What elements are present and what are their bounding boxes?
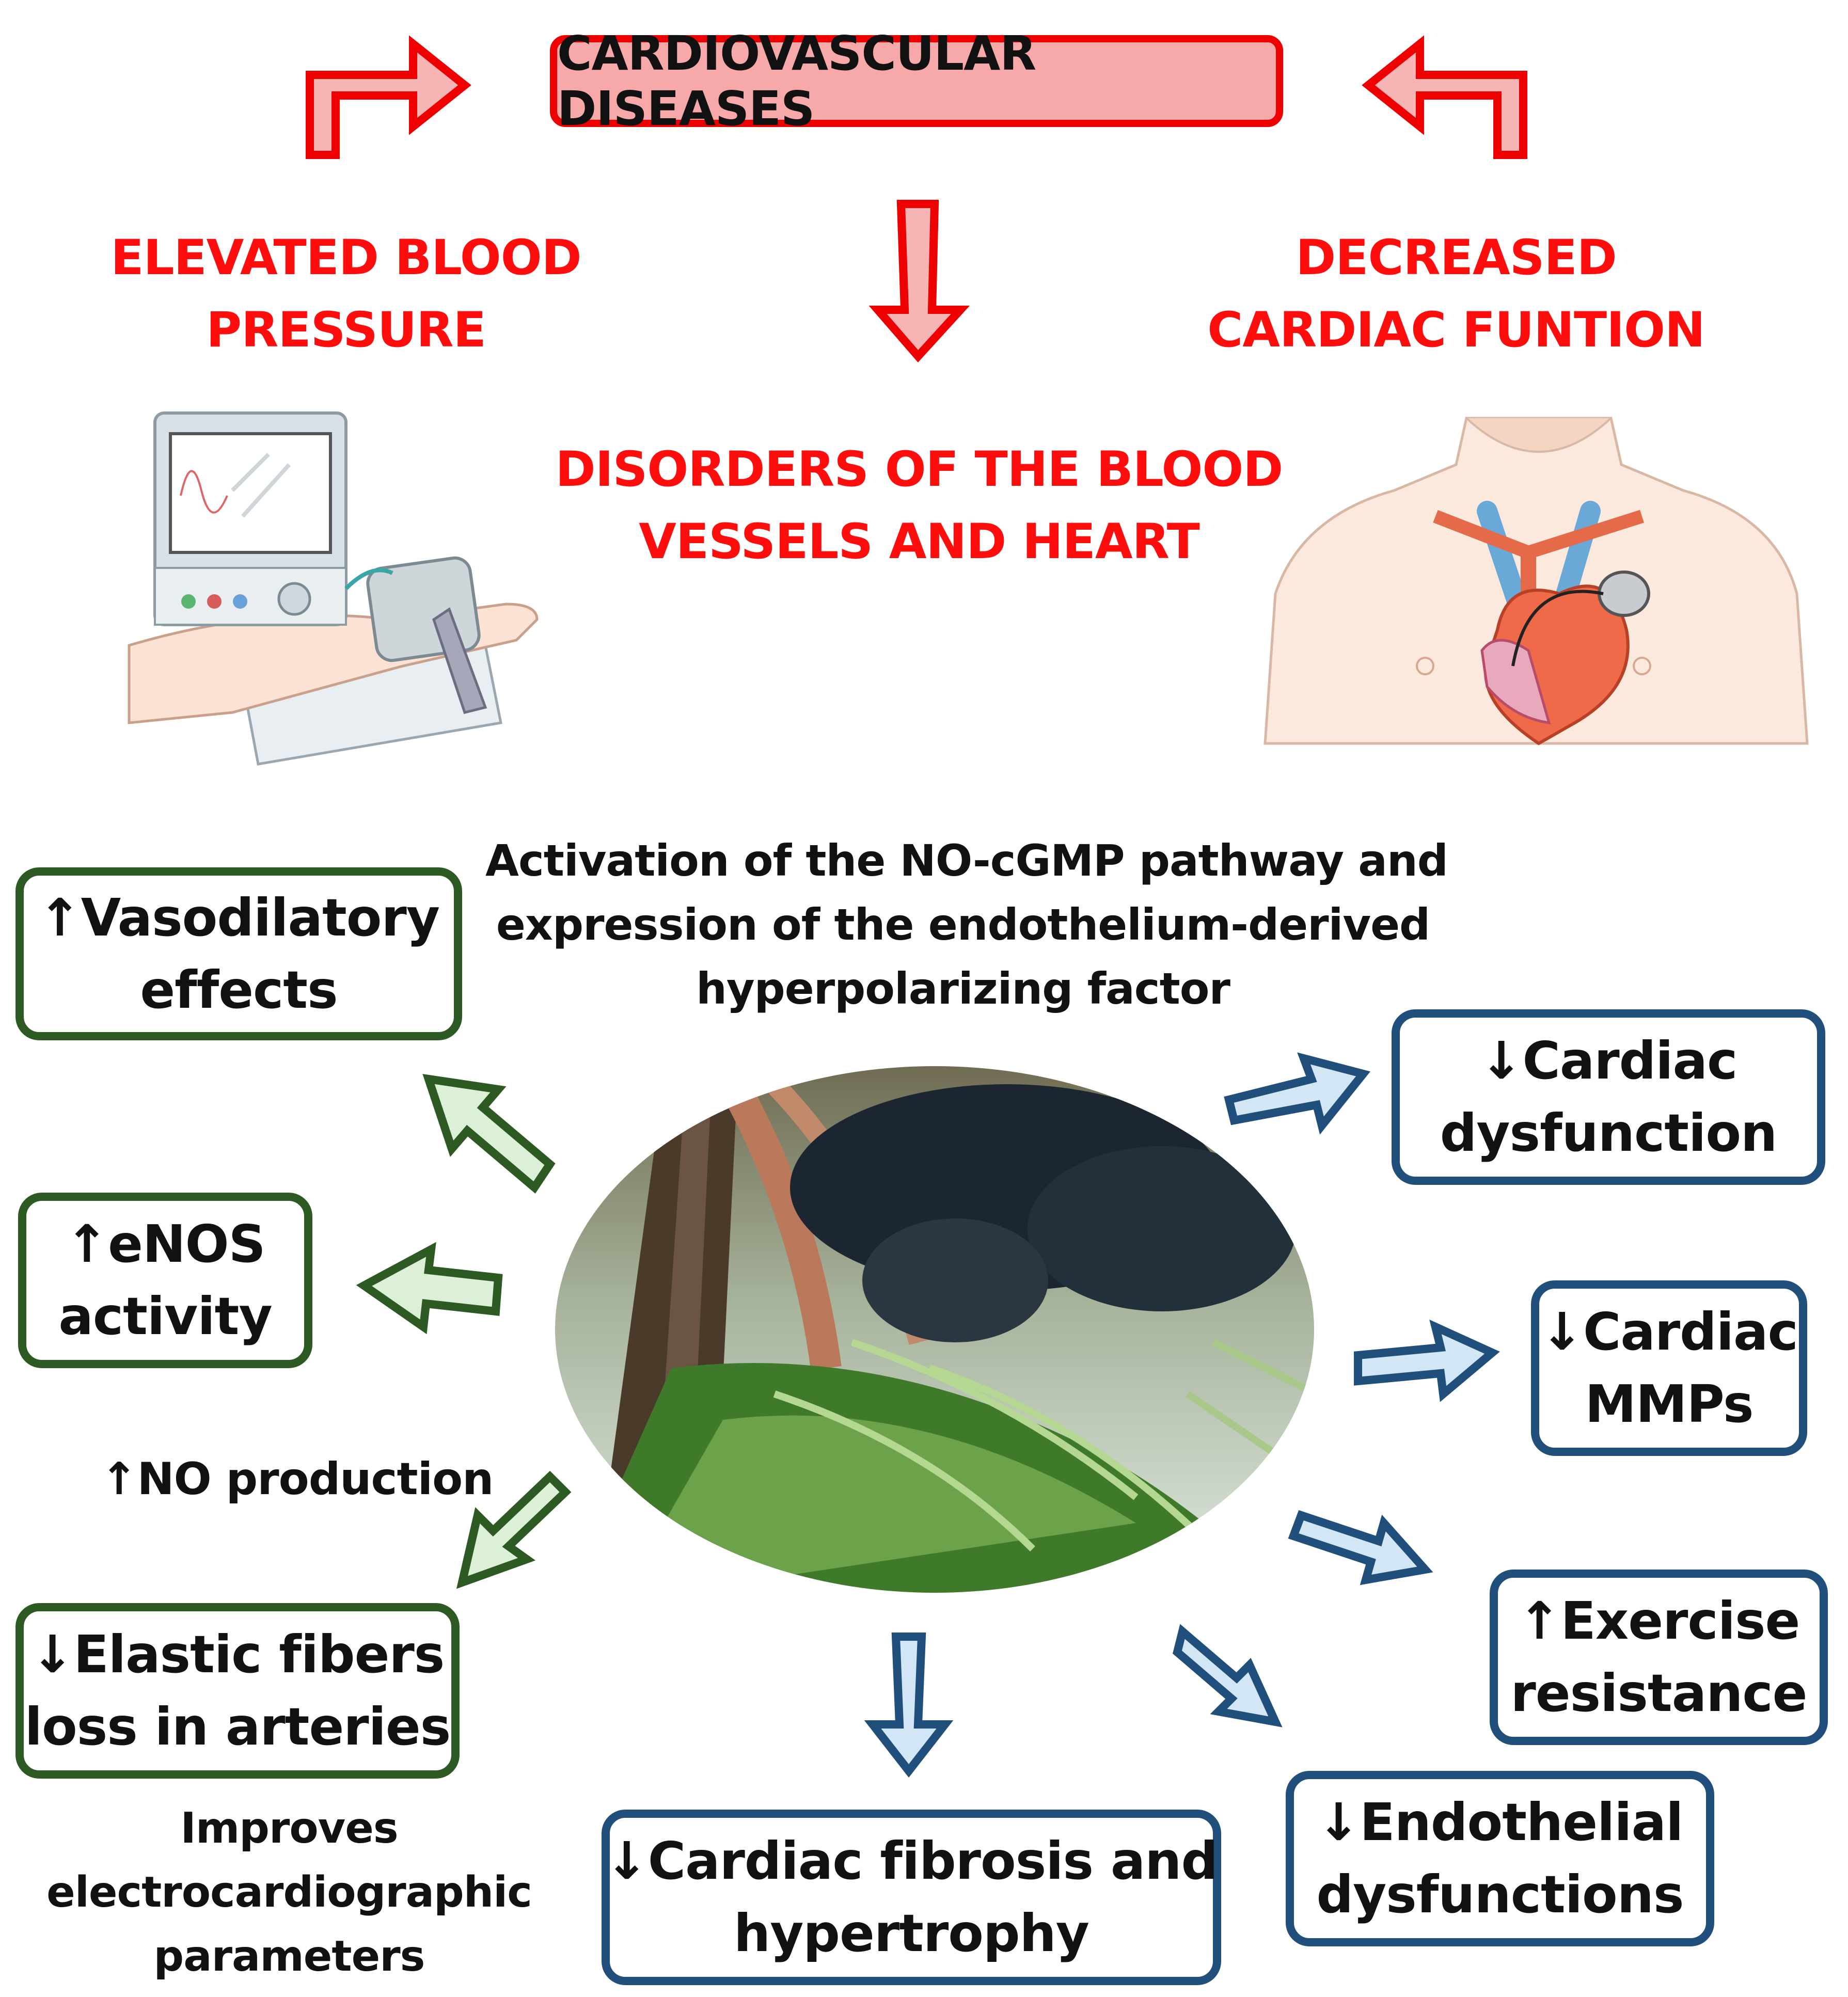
mechanism-text: Activation of the NO-cGMP pathway and ex… — [485, 835, 1448, 1014]
enos-activity-box: ↑eNOS activity — [18, 1193, 312, 1368]
no-production-text: ↑NO production — [100, 1453, 494, 1505]
endothelial-dysfunctions-box: ↓Endothelial dysfunctions — [1286, 1771, 1714, 1946]
cardiac-mmps-box: ↓Cardiac MMPs — [1531, 1280, 1807, 1456]
elevated-blood-pressure-title: ELEVATED BLOOD PRESSURE — [110, 230, 581, 358]
decreased-cardiac-function-title: DECREASED CARDIAC FUNTION — [1207, 230, 1705, 358]
header-title: CARDIOVASCULAR DISEASES — [557, 26, 1036, 136]
improves-ecg-text: Improves electrocardiographic parameters — [46, 1804, 532, 1981]
disorders-title: DISORDERS OF THE BLOOD VESSELS AND HEART — [555, 441, 1284, 570]
vasodilatory-effects-box: ↑Vasodilatory effects — [15, 867, 462, 1040]
exercise-resistance-box: ↑Exercise resistance — [1490, 1570, 1828, 1745]
cardiac-fibrosis-box: ↓Cardiac fibrosis and hypertrophy — [602, 1810, 1221, 1985]
cardiovascular-diseases-box: CARDIOVASCULAR DISEASES — [550, 26, 1283, 136]
elastic-fibers-box: ↓Elastic fibers loss in arteries — [15, 1603, 460, 1779]
cardiac-dysfunction-box: ↓Cardiac dysfunction — [1392, 1009, 1825, 1185]
